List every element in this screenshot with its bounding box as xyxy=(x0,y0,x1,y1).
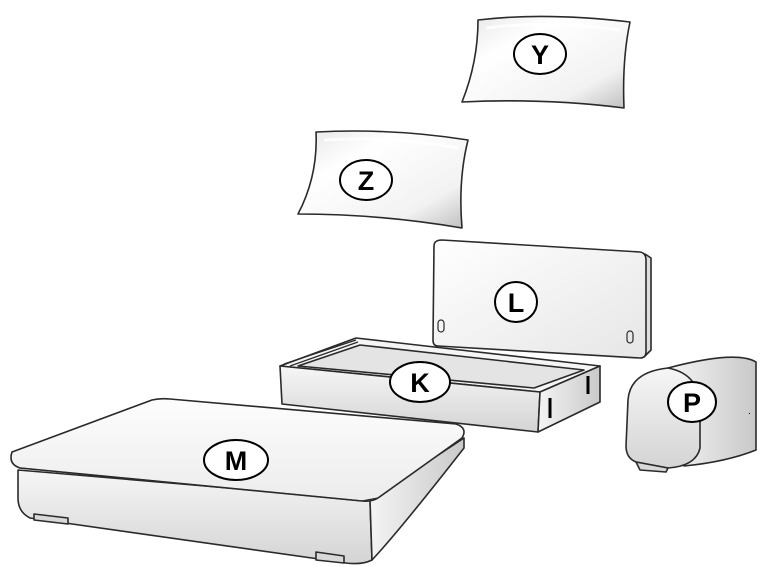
storage-box-k: K xyxy=(279,337,601,433)
label-l: L xyxy=(494,281,538,323)
label-y: Y xyxy=(513,33,567,75)
svg-text:Z: Z xyxy=(358,166,375,196)
label-k: K xyxy=(389,361,451,403)
backrest-panel-l: L xyxy=(432,239,652,359)
svg-text:P: P xyxy=(683,388,701,418)
svg-text:L: L xyxy=(508,288,525,318)
cushion-z: Z xyxy=(297,130,469,229)
label-m: M xyxy=(203,439,269,481)
label-z: Z xyxy=(339,159,393,201)
seat-base-m: M xyxy=(10,397,465,565)
armrest-p: . P xyxy=(625,356,757,473)
svg-text:M: M xyxy=(225,446,248,476)
svg-text:K: K xyxy=(410,368,430,398)
cushion-y: Y xyxy=(461,15,631,109)
svg-text:Y: Y xyxy=(531,40,549,70)
svg-text:.: . xyxy=(748,406,751,417)
label-p: P xyxy=(667,381,717,423)
